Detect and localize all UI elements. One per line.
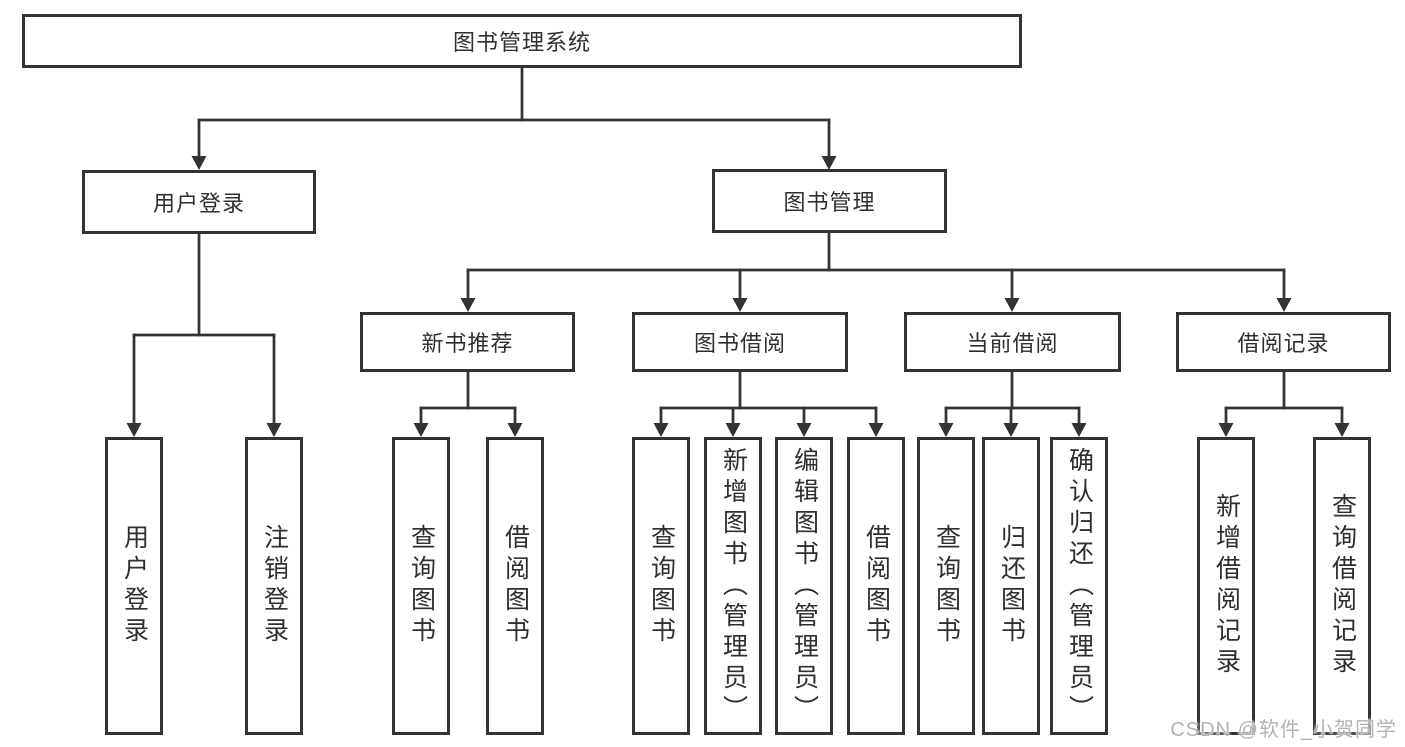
csdn-watermark: CSDN @软件_小贺同学 (1170, 719, 1397, 741)
leaf-query-books-borrowing: 查询图书 (632, 437, 690, 735)
leaf-return-books: 归还图书 (982, 437, 1040, 735)
leaf-add-borrow-record: 新增借阅记录 (1197, 437, 1255, 735)
node-book-management: 图书管理 (712, 169, 947, 233)
leaf-logout: 注销登录 (245, 437, 303, 735)
leaf-confirm-return-admin: 确认归还（管理员） (1050, 437, 1108, 735)
leaf-query-books-recommend: 查询图书 (392, 437, 450, 735)
leaf-borrow-books-recommend: 借阅图书 (486, 437, 544, 735)
leaf-user-login: 用户登录 (105, 437, 163, 735)
node-new-book-recommend: 新书推荐 (360, 312, 575, 372)
leaf-edit-books-admin: 编辑图书（管理员） (775, 437, 833, 735)
leaf-query-books-current: 查询图书 (917, 437, 975, 735)
node-current-borrowing: 当前借阅 (904, 312, 1121, 372)
leaf-borrow-books-borrowing: 借阅图书 (847, 437, 905, 735)
node-book-borrowing: 图书借阅 (632, 312, 848, 372)
node-user-login: 用户登录 (82, 170, 316, 234)
leaf-add-books-admin: 新增图书（管理员） (704, 437, 762, 735)
node-borrowing-records: 借阅记录 (1176, 312, 1391, 372)
leaf-query-borrow-record: 查询借阅记录 (1313, 437, 1371, 735)
node-book-management-system: 图书管理系统 (22, 14, 1022, 68)
